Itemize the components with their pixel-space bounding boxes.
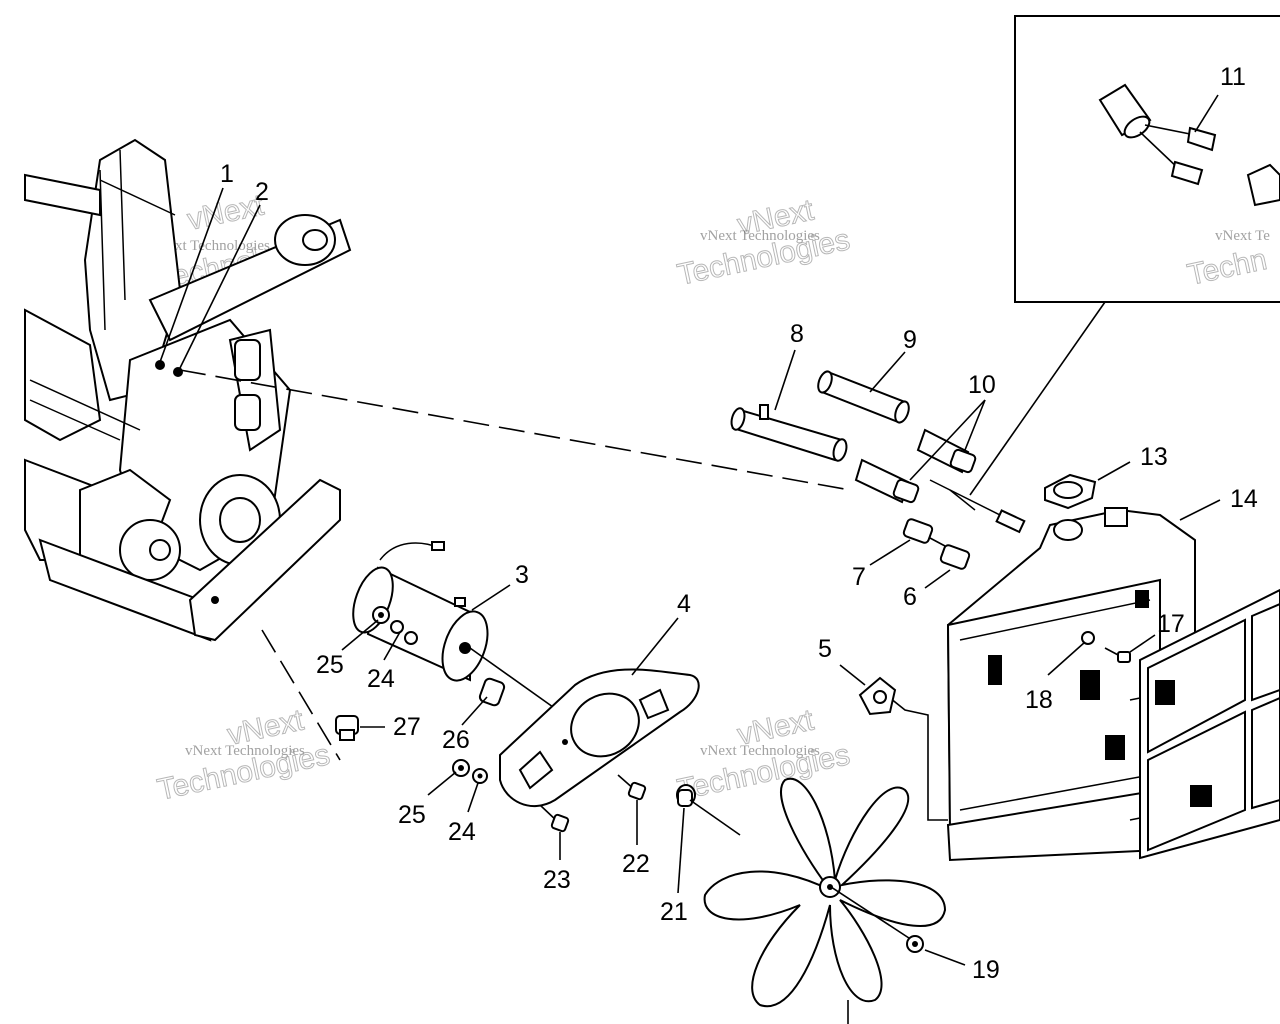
- nut-25-upper: [372, 606, 390, 624]
- watermark-top-right: vNext Te Techn: [1184, 228, 1270, 292]
- sensor-6: [939, 544, 971, 570]
- callout-3: 3: [515, 561, 529, 589]
- svg-text:Techn: Techn: [1185, 243, 1270, 292]
- callout-4: 4: [677, 590, 691, 618]
- bolt-17: [1104, 647, 1131, 663]
- leader-5: [839, 664, 866, 686]
- leader-10a: [964, 399, 986, 451]
- watermark-bottom-center: vNext vNext Technologies Technologies: [674, 703, 853, 807]
- callout-11: 11: [1220, 63, 1246, 91]
- svg-text:vNext Technologies: vNext Technologies: [185, 743, 305, 759]
- inset-leader-line: [969, 301, 1106, 496]
- leader-26: [461, 696, 488, 726]
- callout-10: 10: [968, 371, 996, 399]
- hose-9: [817, 370, 910, 424]
- bolt-22: [617, 774, 647, 801]
- washer-24-upper: [390, 620, 418, 645]
- leader-9: [869, 351, 906, 393]
- watermark-bottom-left: vNext vNext Technologies Technologies: [154, 703, 333, 807]
- callout-24-lower: 24: [448, 818, 476, 846]
- callout-27: 27: [393, 713, 421, 741]
- leader-4: [631, 617, 679, 676]
- inset-wire-harness: [1098, 83, 1280, 207]
- fan-motor: [352, 541, 561, 713]
- leader-21: [677, 807, 685, 894]
- sensor-7: [902, 518, 946, 547]
- callout-25-lower: 25: [398, 801, 426, 829]
- bushing-21: [676, 784, 741, 836]
- leader-25-upper: [341, 619, 379, 651]
- leader-24-lower: [467, 782, 479, 813]
- nut-19: [906, 935, 924, 953]
- plug-27: [335, 715, 359, 741]
- callout-14: 14: [1230, 485, 1258, 513]
- callout-23: 23: [543, 866, 571, 894]
- svg-text:vNext Technologies: vNext Technologies: [700, 228, 820, 244]
- leader-17: [1129, 634, 1156, 653]
- leader-3: [471, 584, 511, 611]
- radiator: [879, 507, 1196, 862]
- leader-1: [159, 187, 224, 363]
- radiator-cap: [1044, 473, 1097, 510]
- watermark-top-center: vNext vNext Technologies Technologies: [674, 193, 853, 292]
- leader-6: [924, 569, 951, 589]
- callout-9: 9: [903, 326, 917, 354]
- nut-25-lower: [452, 759, 470, 777]
- alignment-dash-lower: [261, 629, 341, 761]
- leader-2: [179, 204, 261, 369]
- alignment-dash-upper: [179, 369, 851, 491]
- svg-text:vNext Technologies: vNext Technologies: [700, 743, 820, 759]
- callout-26: 26: [442, 726, 470, 754]
- callout-18: 18: [1025, 686, 1053, 714]
- inset-detail-box: [1014, 15, 1280, 303]
- svg-text:vNext Technologies: vNext Technologies: [150, 238, 270, 254]
- mounting-plate: [499, 668, 700, 807]
- callout-6: 6: [903, 583, 917, 611]
- leader-19: [924, 949, 966, 966]
- leader-11: [1194, 94, 1219, 133]
- callout-22: 22: [622, 850, 650, 878]
- leader-7: [869, 539, 911, 566]
- washer-18: [1081, 631, 1095, 645]
- leader-13: [1097, 461, 1131, 481]
- hose-8: [730, 404, 848, 462]
- leader-25-lower: [427, 771, 457, 796]
- callout-17: 17: [1157, 610, 1185, 638]
- fan-blade: [703, 777, 947, 1008]
- washer-24-lower: [472, 768, 488, 784]
- callout-labels: 1 2 3 4 5 6 7 8 9 10 11 13 14 17 18 19 2…: [220, 63, 1258, 984]
- callout-1: 1: [220, 160, 234, 188]
- callout-21: 21: [660, 898, 688, 926]
- leader-10b: [909, 399, 986, 481]
- bolt-23: [539, 804, 570, 833]
- leader-18: [1047, 641, 1086, 676]
- callout-25-upper: 25: [316, 651, 344, 679]
- chassis-frame: [24, 138, 352, 642]
- callout-24-upper: 24: [367, 665, 395, 693]
- leader-14: [1179, 499, 1221, 521]
- callout-13: 13: [1140, 443, 1168, 471]
- callout-19: 19: [972, 956, 1000, 984]
- svg-text:vNext Te: vNext Te: [1215, 228, 1270, 244]
- callout-5: 5: [818, 635, 832, 663]
- callout-7: 7: [852, 563, 866, 591]
- fan-shroud: [1129, 588, 1280, 860]
- leader-8: [774, 349, 796, 411]
- sensor-10: [854, 428, 1026, 534]
- callout-8: 8: [790, 320, 804, 348]
- callout-2: 2: [255, 178, 269, 206]
- fitting-5: [858, 676, 897, 716]
- leader-24-upper: [383, 631, 401, 661]
